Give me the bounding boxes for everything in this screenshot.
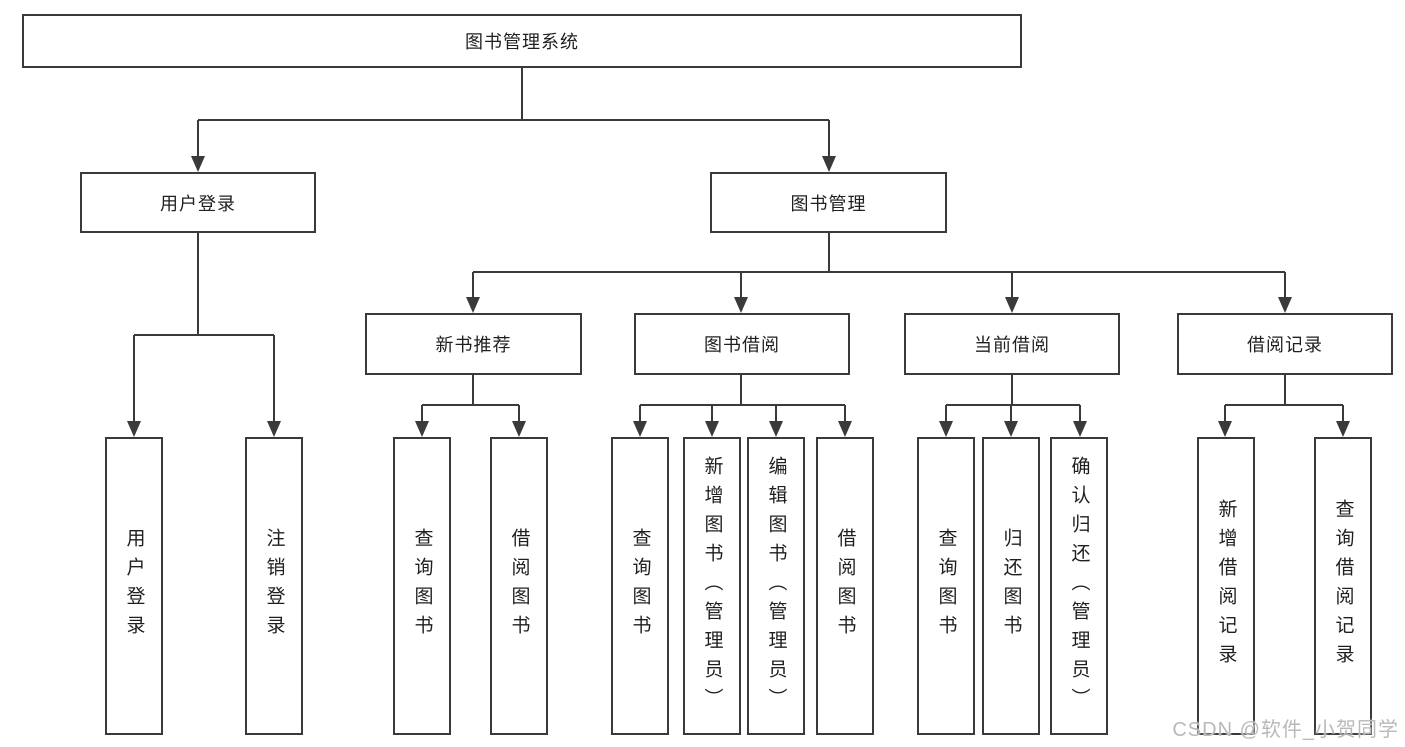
node-user-login: 用户登录 bbox=[80, 172, 316, 233]
leaf-add-borrow-record-label: 新增借阅记录 bbox=[1215, 499, 1237, 673]
node-root-system: 图书管理系统 bbox=[22, 14, 1022, 68]
leaf-logout-label: 注销登录 bbox=[263, 528, 285, 644]
leaf-edit-book-admin: 编辑图书（管理员） bbox=[747, 437, 805, 735]
node-book-management-label: 图书管理 bbox=[790, 193, 867, 214]
leaf-query-book-borrow-label: 查询图书 bbox=[629, 528, 651, 644]
node-borrow-records: 借阅记录 bbox=[1177, 313, 1393, 375]
leaf-add-book-admin: 新增图书（管理员） bbox=[683, 437, 741, 735]
leaf-return-book: 归还图书 bbox=[982, 437, 1040, 735]
node-root-label: 图书管理系统 bbox=[465, 32, 579, 52]
leaf-return-book-label: 归还图书 bbox=[1000, 528, 1022, 644]
leaf-confirm-return-admin: 确认归还（管理员） bbox=[1050, 437, 1108, 735]
leaf-query-book-current: 查询图书 bbox=[917, 437, 975, 735]
leaf-user-login-label: 用户登录 bbox=[123, 528, 145, 644]
node-current-borrow-label: 当前借阅 bbox=[974, 335, 1050, 355]
leaf-logout: 注销登录 bbox=[245, 437, 303, 735]
node-book-management: 图书管理 bbox=[710, 172, 947, 233]
leaf-query-book-borrow: 查询图书 bbox=[611, 437, 669, 735]
node-borrow-records-label: 借阅记录 bbox=[1247, 335, 1323, 355]
node-current-borrow: 当前借阅 bbox=[904, 313, 1120, 375]
node-new-book-recommend-label: 新书推荐 bbox=[435, 335, 512, 355]
leaf-query-book-recommend-label: 查询图书 bbox=[411, 528, 433, 644]
leaf-query-borrow-record: 查询借阅记录 bbox=[1314, 437, 1372, 735]
leaf-edit-book-admin-label: 编辑图书（管理员） bbox=[765, 455, 787, 717]
leaf-confirm-return-admin-label: 确认归还（管理员） bbox=[1068, 455, 1090, 717]
leaf-add-borrow-record: 新增借阅记录 bbox=[1197, 437, 1255, 735]
leaf-borrow-book-label: 借阅图书 bbox=[834, 528, 856, 644]
leaf-borrow-book: 借阅图书 bbox=[816, 437, 874, 735]
node-user-login-label: 用户登录 bbox=[160, 193, 236, 214]
csdn-watermark: CSDN @软件_小贺同学 bbox=[1172, 719, 1399, 741]
leaf-add-book-admin-label: 新增图书（管理员） bbox=[701, 455, 723, 717]
leaf-query-book-current-label: 查询图书 bbox=[935, 528, 957, 644]
node-book-borrow-label: 图书借阅 bbox=[704, 335, 780, 355]
node-book-borrow: 图书借阅 bbox=[634, 313, 850, 375]
leaf-query-book-recommend: 查询图书 bbox=[393, 437, 451, 735]
leaf-borrow-book-recommend: 借阅图书 bbox=[490, 437, 548, 735]
leaf-borrow-book-recommend-label: 借阅图书 bbox=[508, 528, 530, 644]
leaf-user-login: 用户登录 bbox=[105, 437, 163, 735]
leaf-query-borrow-record-label: 查询借阅记录 bbox=[1332, 499, 1354, 673]
node-new-book-recommend: 新书推荐 bbox=[365, 313, 582, 375]
